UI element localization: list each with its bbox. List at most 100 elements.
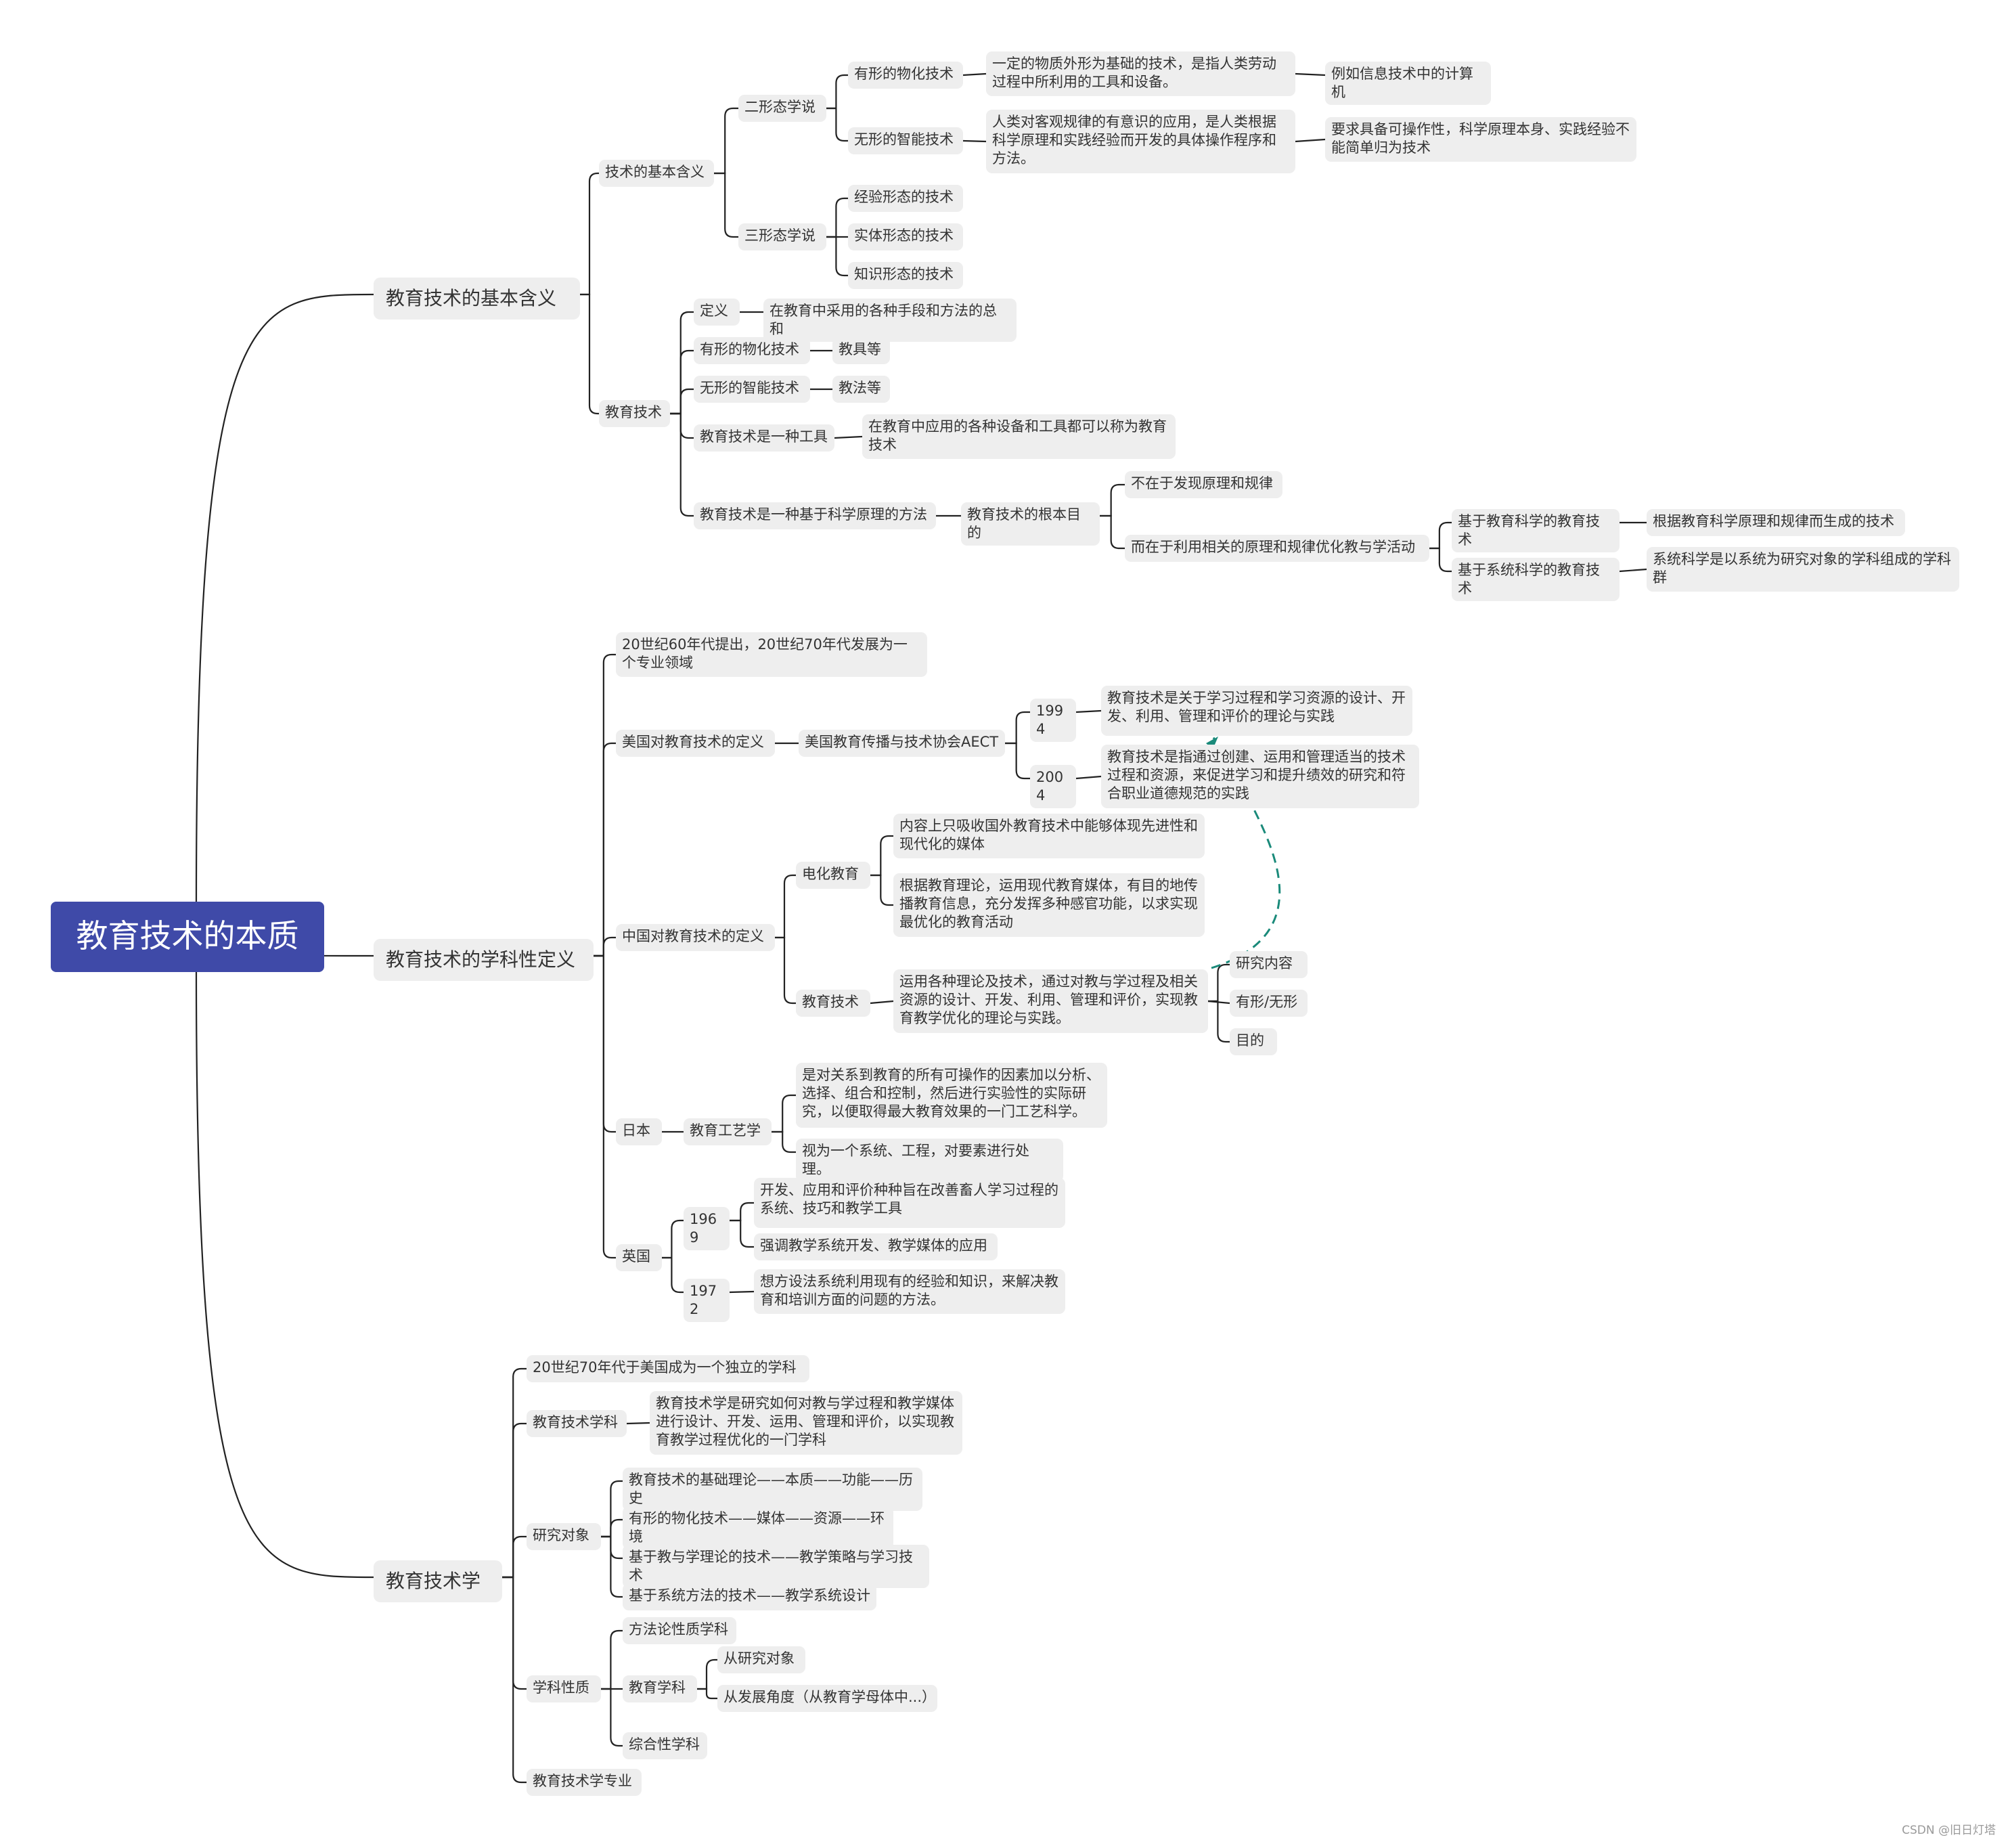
link-tech-meaning [580, 172, 599, 296]
link-et-tangible [670, 349, 694, 415]
node-intangible-eg[interactable]: 要求具备可操作性，科学原理本身、实践经验不能简单归为技术 [1325, 117, 1636, 162]
link-ro2 [601, 1518, 623, 1538]
node-edu-science-based[interactable]: 基于教育科学的教育技术 [1452, 509, 1620, 552]
node-nature[interactable]: 学科性质 [527, 1675, 601, 1702]
node-av-desc2[interactable]: 根据教育理论，运用现代教育媒体，有目的地传播教育信息，充分发挥多种感官功能，以求… [893, 873, 1205, 937]
link-intangible [826, 107, 848, 142]
node-basic[interactable]: 教育技术的基本含义 [374, 278, 580, 320]
node-usa-def[interactable]: 美国对教育技术的定义 [616, 730, 775, 757]
node-tangible-eg[interactable]: 例如信息技术中的计算机 [1325, 62, 1491, 105]
node-et-discipline[interactable]: 教育技术学科 [527, 1410, 627, 1437]
link-edu-tech [580, 293, 599, 415]
node-cn-edu-tech[interactable]: 教育技术 [796, 990, 870, 1017]
node-purpose[interactable]: 目的 [1230, 1028, 1277, 1055]
node-discipline-def[interactable]: 教育技术的学科性定义 [374, 939, 594, 981]
link-system-science-desc [1619, 568, 1647, 573]
link-from-obj [697, 1658, 717, 1690]
node-edu-discipline[interactable]: 教育学科 [623, 1675, 697, 1702]
node-tangible-desc[interactable]: 一定的物质外形为基础的技术，是指人类劳动过程中所利用的工具和设备。 [986, 51, 1295, 96]
node-cn-edu-tech-desc[interactable]: 运用各种理论及技术，通过对教与学过程及相关资源的设计、开发、利用、管理和评价，实… [893, 969, 1208, 1033]
node-y1972[interactable]: 1972 [684, 1279, 730, 1322]
node-av-desc1[interactable]: 内容上只吸收国外教育技术中能够体现先进性和现代化的媒体 [893, 814, 1205, 858]
link-ro1 [601, 1480, 623, 1538]
node-is-tool-desc[interactable]: 在教育中应用的各种设备和工具都可以称为教育技术 [862, 414, 1176, 459]
node-y1994-desc[interactable]: 教育技术是关于学习过程和学习资源的设计、开发、利用、管理和评价的理论与实践 [1101, 686, 1412, 736]
node-craft-desc2[interactable]: 视为一个系统、工程，对要素进行处理。 [796, 1139, 1063, 1182]
node-entity-form[interactable]: 实体形态的技术 [848, 223, 963, 250]
node-y1969-desc2[interactable]: 强调教学系统开发、教学媒体的应用 [754, 1233, 998, 1260]
node-y2004-desc[interactable]: 教育技术是指通过创建、运用和管理适当的技术过程和资源，来促进学习和提升绩效的研究… [1101, 745, 1419, 808]
link-from-dev [697, 1688, 717, 1700]
node-methodology[interactable]: 方法论性质学科 [623, 1617, 736, 1644]
node-et-major[interactable]: 教育技术学专业 [527, 1769, 642, 1796]
link-y1972 [662, 1256, 684, 1294]
node-ro1[interactable]: 教育技术的基础理论——本质——功能——历史 [623, 1468, 922, 1511]
link-y1969-desc1 [730, 1202, 754, 1222]
node-aect[interactable]: 美国教育传播与技术协会AECT [799, 730, 1005, 757]
node-intangible[interactable]: 无形的智能技术 [848, 127, 963, 154]
node-exp-form[interactable]: 经验形态的技术 [848, 185, 963, 212]
link-y1969 [662, 1219, 684, 1259]
node-tangible[interactable]: 有形的物化技术 [848, 62, 963, 89]
node-y1969[interactable]: 1969 [684, 1207, 730, 1250]
link-y1994 [1005, 711, 1030, 745]
node-japan[interactable]: 日本 [616, 1118, 662, 1145]
node-intangible-desc[interactable]: 人类对客观规律的有意识的应用，是人类根据科学原理和实践经验而开发的具体操作程序和… [986, 110, 1295, 173]
node-know-form[interactable]: 知识形态的技术 [848, 262, 963, 289]
node-two-form[interactable]: 二形态学说 [738, 95, 826, 122]
node-is-method[interactable]: 教育技术是一种基于科学原理的方法 [694, 502, 936, 529]
node-av-edu[interactable]: 电化教育 [796, 862, 870, 889]
node-research-content[interactable]: 研究内容 [1230, 951, 1308, 978]
link-uk [594, 954, 616, 1259]
link-y2004-desc [1075, 775, 1102, 780]
node-y1972-desc[interactable]: 想方设法系统利用现有的经验和知识，来解决教育和培训方面的问题的方法。 [754, 1269, 1065, 1314]
root-link-et-science [195, 970, 374, 1579]
node-teaching-aids[interactable]: 教具等 [832, 337, 890, 364]
node-is-tool[interactable]: 教育技术是一种工具 [694, 424, 834, 452]
node-not-discover[interactable]: 不在于发现原理和规律 [1125, 471, 1282, 498]
link-y2004 [1005, 742, 1030, 780]
node-ro4[interactable]: 基于系统方法的技术——教学系统设计 [623, 1583, 876, 1610]
node-edu-craft[interactable]: 教育工艺学 [684, 1118, 772, 1145]
node-sixties[interactable]: 20世纪60年代提出，20世纪70年代发展为一个专业领域 [616, 632, 927, 677]
node-edu-science-desc[interactable]: 根据教育科学原理和规律而生成的技术 [1647, 509, 1905, 536]
node-y2004[interactable]: 2004 [1030, 765, 1076, 808]
watermark: CSDN @旧日灯塔 [1902, 1824, 1996, 1837]
node-comprehensive[interactable]: 综合性学科 [623, 1732, 707, 1759]
node-seventies[interactable]: 20世纪70年代于美国成为一个独立的学科 [527, 1355, 809, 1382]
node-research-obj[interactable]: 研究对象 [527, 1523, 601, 1550]
node-et-tangible[interactable]: 有形的物化技术 [694, 337, 810, 364]
node-teaching-methods[interactable]: 教法等 [832, 376, 890, 403]
link-china-def [594, 936, 616, 957]
node-def-desc[interactable]: 在教育中采用的各种手段和方法的总和 [763, 299, 1017, 342]
link-is-tool [670, 412, 694, 439]
node-ro3[interactable]: 基于教与学理论的技术——教学策略与学习技术 [623, 1545, 929, 1588]
node-ro2[interactable]: 有形的物化技术——媒体——资源——环境 [623, 1506, 893, 1549]
node-craft-desc1[interactable]: 是对关系到教育的所有可操作的因素加以分析、选择、组合和控制，然后进行实验性的实际… [796, 1063, 1107, 1128]
link-research-obj [502, 1535, 527, 1579]
node-root-purpose[interactable]: 教育技术的根本目的 [961, 502, 1100, 546]
node-from-obj[interactable]: 从研究对象 [717, 1646, 805, 1673]
node-three-form[interactable]: 三形态学说 [738, 223, 826, 250]
node-y1994[interactable]: 1994 [1030, 699, 1076, 742]
node-system-science-based[interactable]: 基于系统科学的教育技术 [1452, 558, 1620, 601]
node-edu-tech[interactable]: 教育技术 [599, 400, 670, 427]
link-but-use [1100, 514, 1125, 550]
root-topic[interactable]: 教育技术的本质 [51, 902, 324, 972]
node-china-def[interactable]: 中国对教育技术的定义 [616, 924, 775, 951]
node-uk[interactable]: 英国 [616, 1244, 662, 1271]
node-tangible-intangible[interactable]: 有形/无形 [1230, 990, 1308, 1017]
node-et-intangible[interactable]: 无形的智能技术 [694, 376, 810, 403]
node-from-dev[interactable]: 从发展角度（从教育学母体中...） [717, 1685, 937, 1712]
node-tech-meaning[interactable]: 技术的基本含义 [599, 160, 714, 187]
node-et-science[interactable]: 教育技术学 [374, 1560, 502, 1602]
link-purpose [1208, 1000, 1230, 1043]
link-cn-edu-tech [775, 936, 796, 1005]
link-tangible [826, 74, 848, 110]
node-but-use[interactable]: 而在于利用相关的原理和规律优化教与学活动 [1125, 535, 1429, 562]
node-y1969-desc1[interactable]: 开发、应用和评价种种旨在改善畜人学习过程的系统、技巧和教学工具 [754, 1178, 1065, 1228]
node-system-science-desc[interactable]: 系统科学是以系统为研究对象的学科组成的学科群 [1647, 547, 1959, 592]
link-cn-edu-tech-desc [870, 1000, 894, 1005]
node-def[interactable]: 定义 [694, 299, 740, 326]
node-et-discipline-desc[interactable]: 教育技术学是研究如何对教与学过程和教学媒体进行设计、开发、运用、管理和评价，以实… [650, 1391, 962, 1455]
